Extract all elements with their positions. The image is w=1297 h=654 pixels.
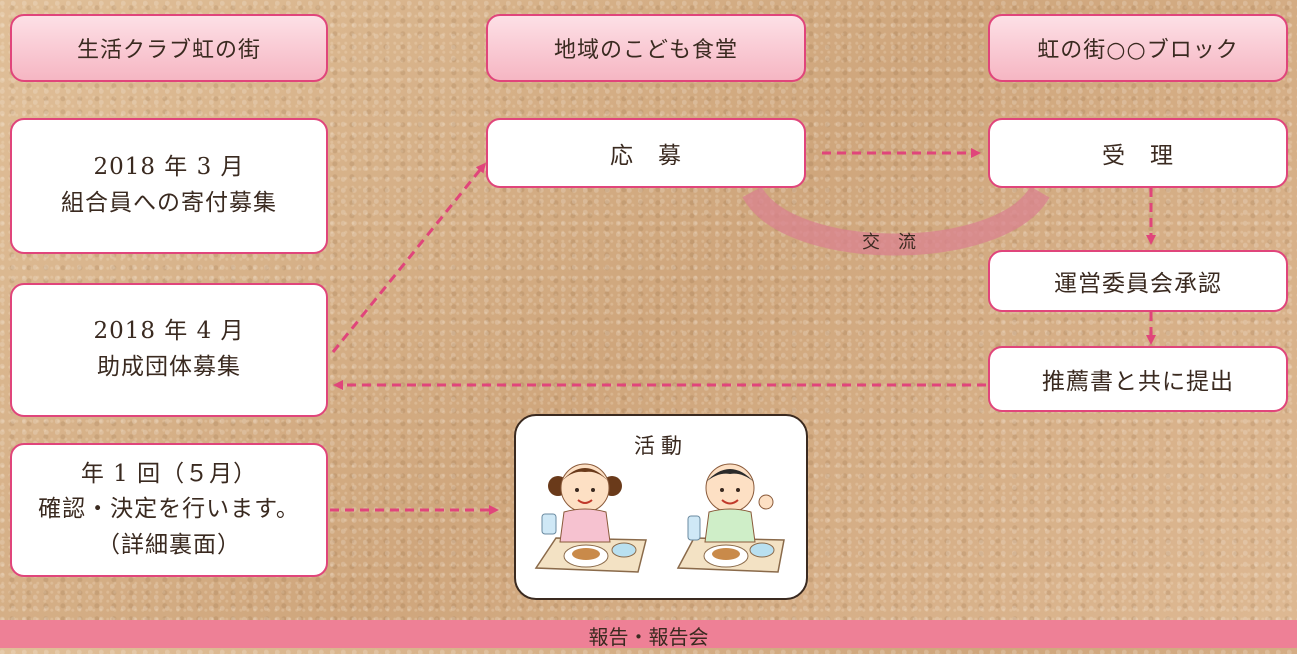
children-eating-illustration: [534, 463, 785, 573]
decision-frequency: 年 1 回（５月）: [80, 460, 258, 487]
donation-date: 2018 年 3 月: [93, 154, 245, 181]
boy-hand: [758, 494, 774, 510]
apply-box: 応 募: [486, 118, 806, 188]
decision-box: 年 1 回（５月） 確認・決定を行います。 （詳細裏面）: [10, 443, 328, 577]
girl-body: [559, 508, 611, 543]
exchange-arc: [742, 185, 1050, 256]
girl-cup: [541, 513, 557, 535]
header-kids-cafeteria: 地域のこども食堂: [486, 14, 806, 82]
report-bar-label: 報告・報告会: [588, 625, 709, 649]
donation-box: 2018 年 3 月 組合員への寄付募集: [10, 118, 328, 254]
submit-box: 推薦書と共に提出: [988, 346, 1288, 412]
submit-label: 推薦書と共に提出: [1042, 369, 1234, 395]
grant-to-apply-arrow: [331, 162, 486, 353]
bowl-left: [611, 542, 637, 558]
report-bar: 報告・報告会: [0, 620, 1297, 649]
header-block-label: 虹の街○○ブロック: [1037, 38, 1239, 63]
decision-note: （詳細裏面）: [97, 531, 241, 558]
food-left: [572, 548, 600, 560]
receive-box: 受 理: [988, 118, 1288, 188]
header-block: 虹の街○○ブロック: [988, 14, 1288, 82]
bowl-right: [749, 542, 775, 558]
girl-hair: [561, 468, 609, 482]
grant-date: 2018 年 4 月: [93, 318, 245, 345]
grant-box: 2018 年 4 月 助成団体募集: [10, 283, 328, 417]
decision-text: 確認・決定を行います。: [38, 496, 300, 523]
header-coop-label: 生活クラブ虹の街: [76, 38, 261, 63]
receive-label: 受 理: [1102, 143, 1174, 169]
approval-label: 運営委員会承認: [1054, 271, 1222, 297]
grant-text: 助成団体募集: [97, 354, 241, 380]
apply-label: 応 募: [610, 143, 682, 169]
donation-text: 組合員への寄付募集: [61, 190, 277, 216]
boy-hair: [706, 469, 754, 482]
activity-title: 活動: [634, 434, 688, 458]
header-coop: 生活クラブ虹の街: [10, 14, 328, 82]
exchange-label: 交流: [862, 232, 934, 253]
activity-box: 活動: [514, 414, 808, 600]
boy-bottle: [687, 515, 701, 541]
header-kids-cafeteria-label: 地域のこども食堂: [553, 38, 738, 63]
approval-box: 運営委員会承認: [988, 250, 1288, 312]
boy-body: [704, 508, 756, 543]
food-right: [712, 548, 740, 560]
